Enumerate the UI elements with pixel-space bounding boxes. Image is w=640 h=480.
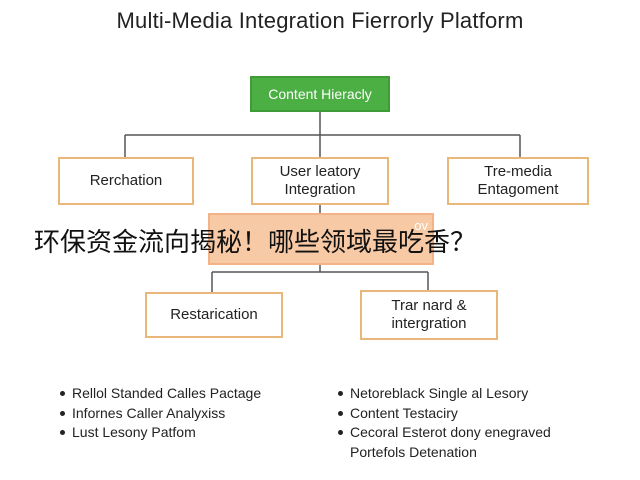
diagram-title: Multi-Media Integration Fierrorly Platfo…: [116, 8, 524, 33]
list-item: Content Testaciry: [336, 404, 551, 424]
root-node: Content Hieracly: [250, 76, 390, 112]
list-item: Netoreblack Single al Lesory: [336, 384, 551, 404]
level1-node-tre-media: Tre-media Entagoment: [447, 157, 589, 205]
level2-node-trar-nard: Trar nard & intergration: [360, 290, 498, 340]
level1-node-rerchation: Rerchation: [58, 157, 194, 205]
list-item: Infornes Caller Analyxiss: [58, 404, 261, 424]
list-item: Cecoral Esterot dony enegraved Portefols…: [336, 423, 551, 462]
overlay-caption: 环保资金流向揭秘！哪些领域最吃香？: [34, 228, 477, 258]
list-item: Lust Lesony Patfom: [58, 423, 261, 443]
level1-node-user-integration: User leatory Integration: [251, 157, 389, 205]
bullet-list-right: Netoreblack Single al Lesory Content Tes…: [336, 384, 551, 462]
level2-node-restarication: Restarication: [145, 292, 283, 338]
list-item: Rellol Standed Calles Pactage: [58, 384, 261, 404]
middle-node: ov: [208, 213, 434, 265]
bullet-list-left: Rellol Standed Calles Pactage Infornes C…: [58, 384, 261, 443]
